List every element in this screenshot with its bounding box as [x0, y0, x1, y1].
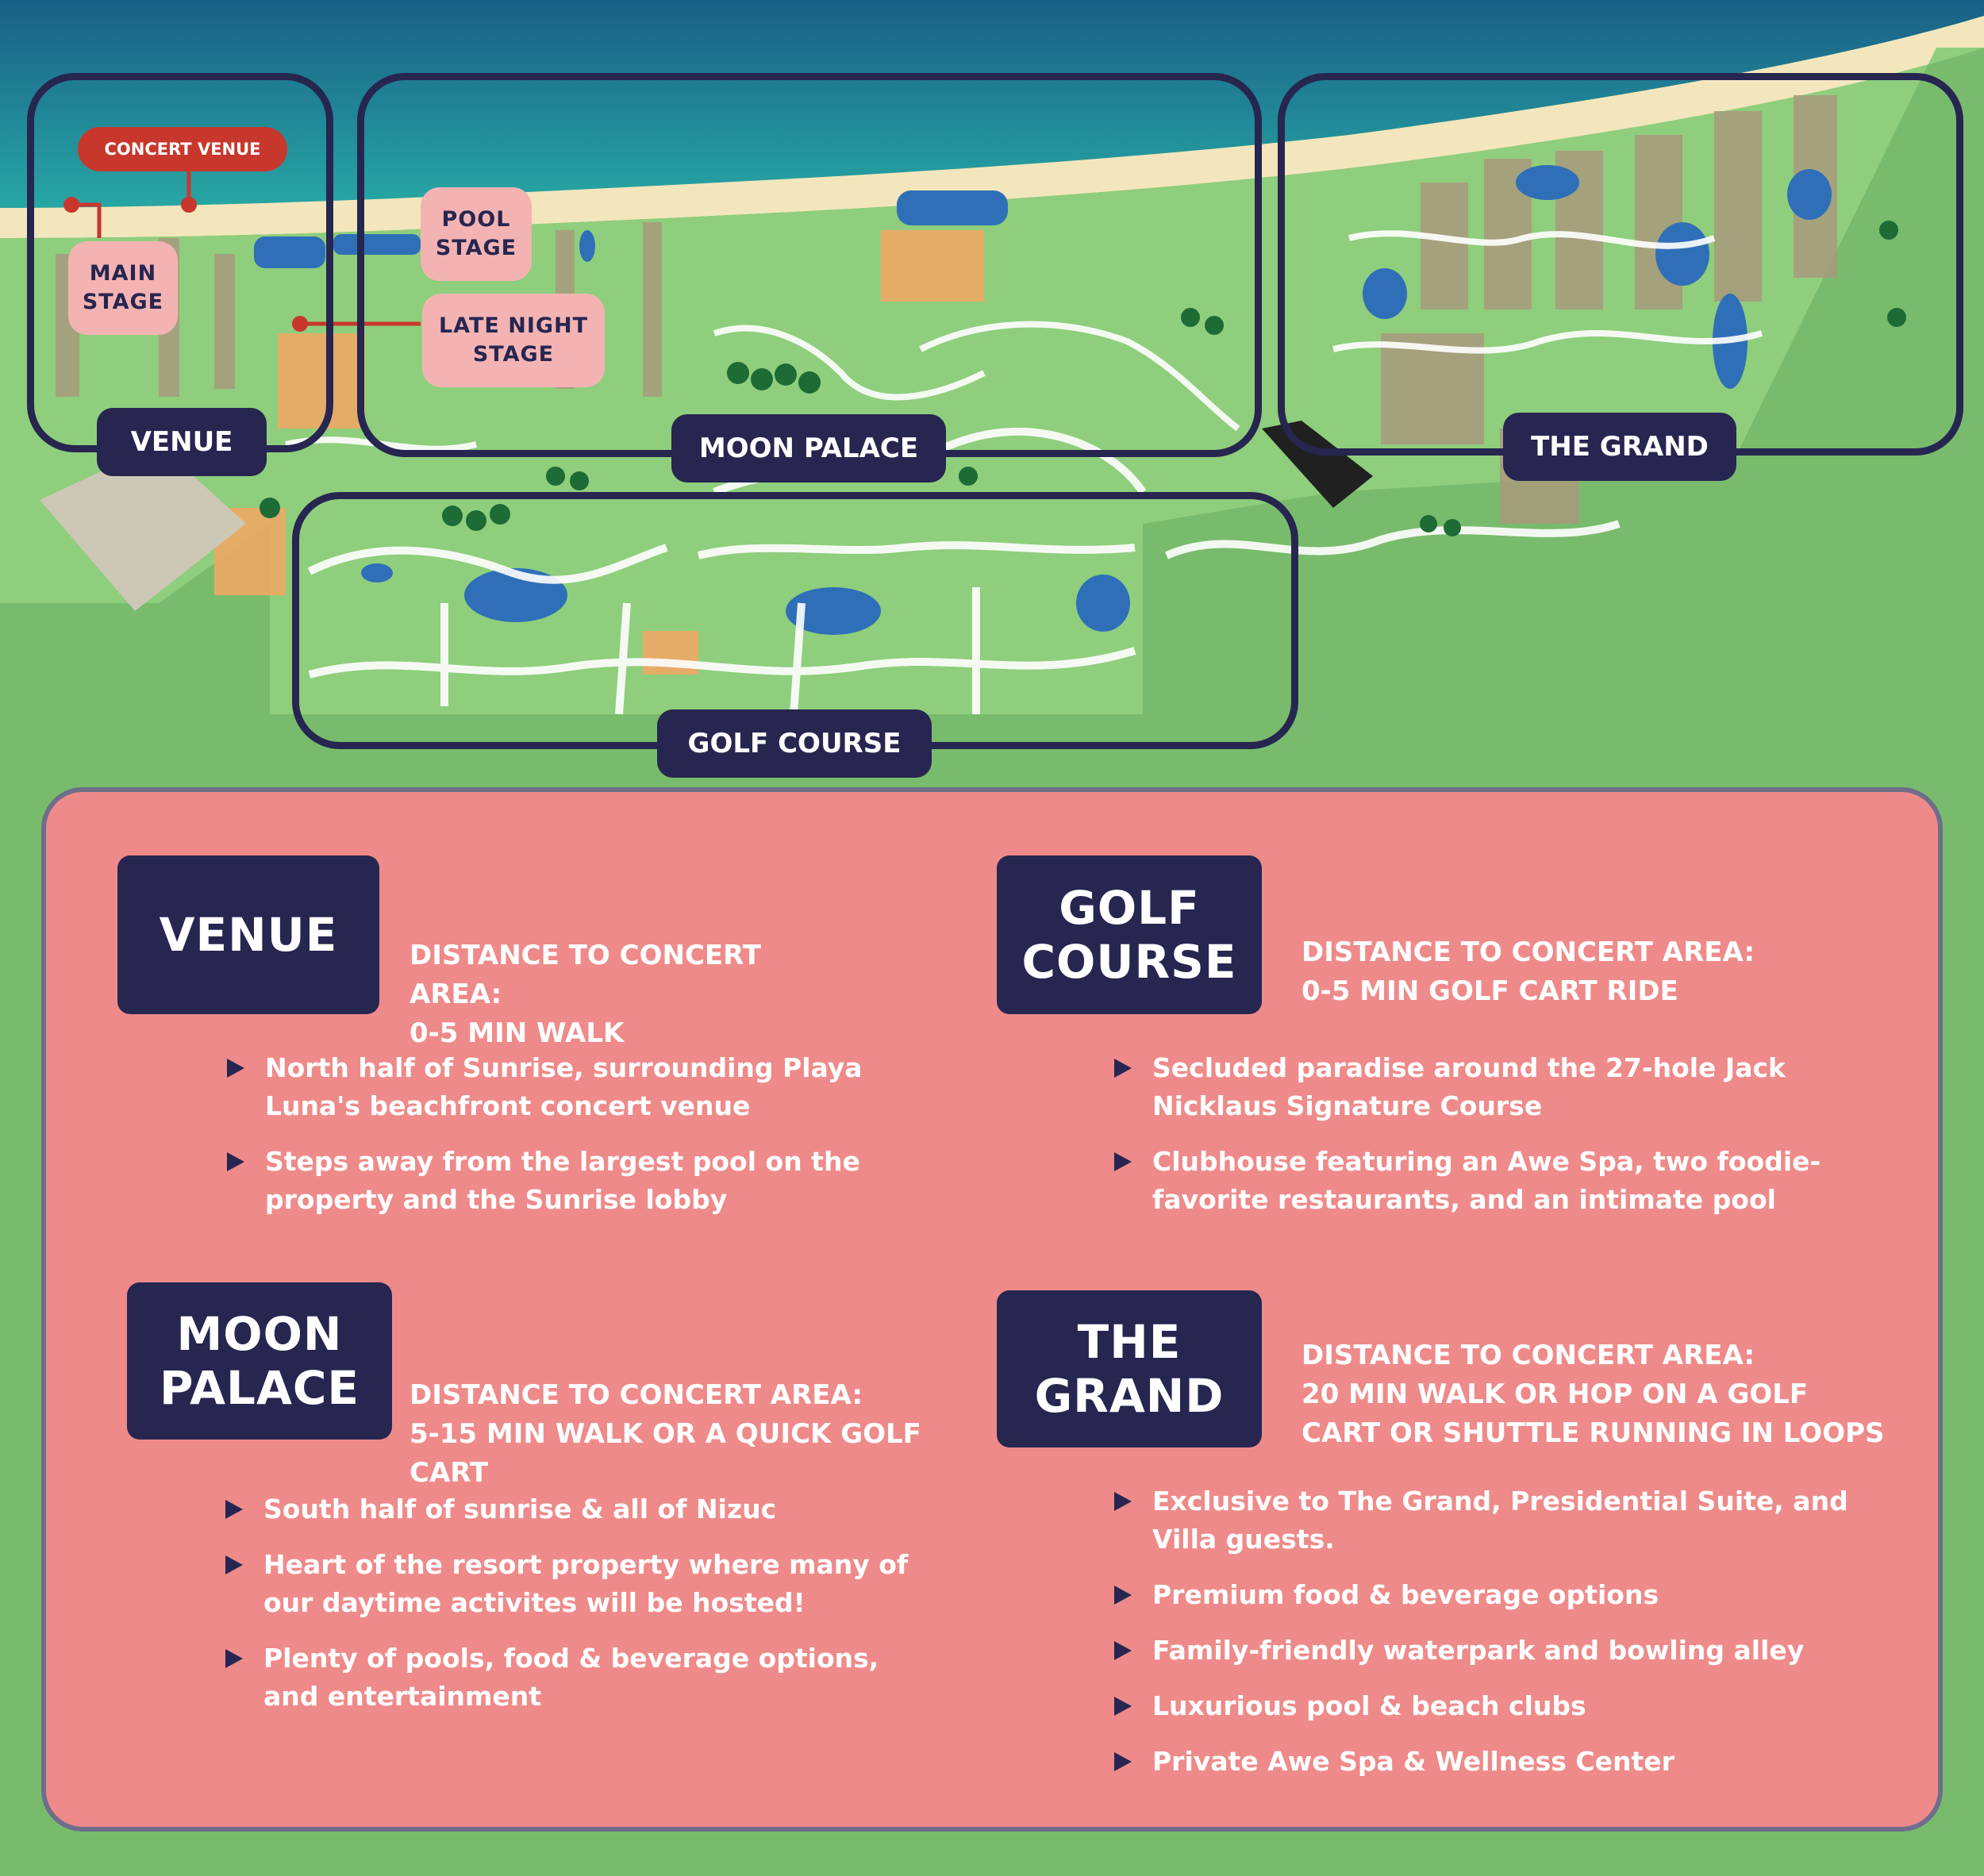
bullet-text: Private Awe Spa & Wellness Center — [1152, 1746, 1674, 1777]
late-night-stage-label: LATE NIGHT STAGE — [422, 294, 605, 387]
list-item: Private Awe Spa & Wellness Center — [1114, 1743, 1916, 1781]
pool-stage-label: POOL STAGE — [421, 187, 532, 281]
parking-lot — [40, 444, 246, 611]
bullet-arrow-icon — [225, 1649, 243, 1668]
distance-heading: DISTANCE TO CONCERT AREA: — [409, 1379, 863, 1411]
resort-map: CONCERT VENUE MAIN STAGE POOL STAGE LATE… — [0, 0, 1984, 794]
list-item: North half of Sunrise, surrounding Playa… — [227, 1049, 941, 1125]
ocean — [0, 0, 1984, 208]
bullet-text: Plenty of pools, food & beverage options… — [263, 1643, 879, 1712]
list-item: Secluded paradise around the 27-hole Jac… — [1114, 1049, 1852, 1125]
distance-value: 0-5 MIN WALK — [409, 1017, 625, 1049]
distance-value: 20 MIN WALK OR HOP ON A GOLF — [1302, 1378, 1809, 1410]
venue-title: VENUE — [117, 855, 379, 1014]
golf-course-distance: DISTANCE TO CONCERT AREA: 0-5 MIN GOLF C… — [1302, 933, 1857, 1011]
bullet-arrow-icon — [225, 1500, 243, 1519]
bullet-arrow-icon — [1114, 1752, 1132, 1771]
the-grand-bullet-list: Exclusive to The Grand, Presidential Sui… — [1114, 1482, 1916, 1781]
bullet-arrow-icon — [227, 1059, 244, 1078]
bullet-arrow-icon — [1114, 1152, 1132, 1171]
list-item: South half of sunrise & all of Nizuc — [225, 1490, 940, 1528]
moon-palace-zone-label: MOON PALACE — [671, 414, 946, 482]
bullet-text: Luxurious pool & beach clubs — [1152, 1690, 1586, 1721]
bullet-arrow-icon — [1114, 1059, 1132, 1078]
list-item: Exclusive to The Grand, Presidential Sui… — [1114, 1482, 1916, 1559]
the-grand-distance: DISTANCE TO CONCERT AREA: 20 MIN WALK OR… — [1302, 1336, 1905, 1453]
moon-palace-bullet-list: South half of sunrise & all of Nizuc Hea… — [225, 1490, 940, 1716]
pools — [254, 165, 1832, 635]
distance-value: CART OR SHUTTLE RUNNING IN LOOPS — [1302, 1417, 1885, 1449]
moon-palace-distance: DISTANCE TO CONCERT AREA: 5-15 MIN WALK … — [409, 1376, 981, 1493]
golf-paths — [307, 427, 1621, 715]
zone-info-panel: VENUE DISTANCE TO CONCERT AREA: 0-5 MIN … — [41, 787, 1943, 1832]
concert-venue-callout: CONCERT VENUE — [78, 127, 287, 171]
distance-heading: DISTANCE TO CONCERT AREA: — [1302, 936, 1755, 968]
distance-value: 5-15 MIN WALK OR A QUICK GOLF CART — [409, 1418, 921, 1489]
distance-value: 0-5 MIN GOLF CART RIDE — [1302, 975, 1678, 1007]
bullet-arrow-icon — [1114, 1586, 1132, 1605]
dark-parking — [1262, 421, 1373, 508]
bullet-text: South half of sunrise & all of Nizuc — [263, 1493, 777, 1524]
bullet-text: Heart of the resort property where many … — [263, 1549, 909, 1618]
the-grand-zone-frame — [1278, 73, 1963, 456]
bullet-arrow-icon — [1114, 1492, 1132, 1511]
bullet-arrow-icon — [225, 1555, 243, 1574]
distance-heading: DISTANCE TO CONCERT AREA: — [409, 940, 761, 1010]
bullet-text: Exclusive to The Grand, Presidential Sui… — [1152, 1486, 1848, 1555]
main-buildings — [214, 230, 984, 675]
list-item: Premium food & beverage options — [1114, 1576, 1916, 1614]
bullet-text: Secluded paradise around the 27-hole Jac… — [1152, 1052, 1786, 1121]
bullet-text: Steps away from the largest pool on the … — [265, 1146, 860, 1215]
the-grand-title: THE GRAND — [997, 1290, 1262, 1447]
venue-distance: DISTANCE TO CONCERT AREA: 0-5 MIN WALK — [409, 936, 854, 1053]
bullet-text: Clubhouse featuring an Awe Spa, two food… — [1152, 1146, 1821, 1215]
distance-heading: DISTANCE TO CONCERT AREA: — [1302, 1340, 1755, 1371]
bullet-text: Premium food & beverage options — [1152, 1579, 1659, 1610]
bullet-text: North half of Sunrise, surrounding Playa… — [265, 1052, 863, 1121]
moon-palace-title: MOON PALACE — [127, 1282, 392, 1440]
main-stage-label: MAIN STAGE — [68, 241, 178, 335]
the-grand-zone-label: THE GRAND — [1503, 413, 1736, 481]
trees — [260, 221, 1906, 536]
golf-course-zone-label: GOLF COURSE — [657, 709, 932, 778]
golf-course-title: GOLF COURSE — [997, 855, 1262, 1014]
venue-zone-label: VENUE — [97, 408, 267, 476]
list-item: Clubhouse featuring an Awe Spa, two food… — [1114, 1143, 1852, 1219]
golf-course-bullet-list: Secluded paradise around the 27-hole Jac… — [1114, 1049, 1852, 1219]
callout-dots — [63, 197, 308, 332]
venue-bullet-list: North half of Sunrise, surrounding Playa… — [227, 1049, 941, 1219]
list-item: Family-friendly waterpark and bowling al… — [1114, 1632, 1916, 1670]
map-illustration — [0, 0, 1984, 794]
list-item: Heart of the resort property where many … — [225, 1546, 940, 1622]
bullet-arrow-icon — [1114, 1641, 1132, 1660]
bullet-text: Family-friendly waterpark and bowling al… — [1152, 1635, 1805, 1666]
list-item: Plenty of pools, food & beverage options… — [225, 1640, 940, 1716]
bullet-arrow-icon — [227, 1152, 244, 1171]
bullet-arrow-icon — [1114, 1697, 1132, 1716]
list-item: Steps away from the largest pool on the … — [227, 1143, 941, 1219]
list-item: Luxurious pool & beach clubs — [1114, 1687, 1916, 1725]
